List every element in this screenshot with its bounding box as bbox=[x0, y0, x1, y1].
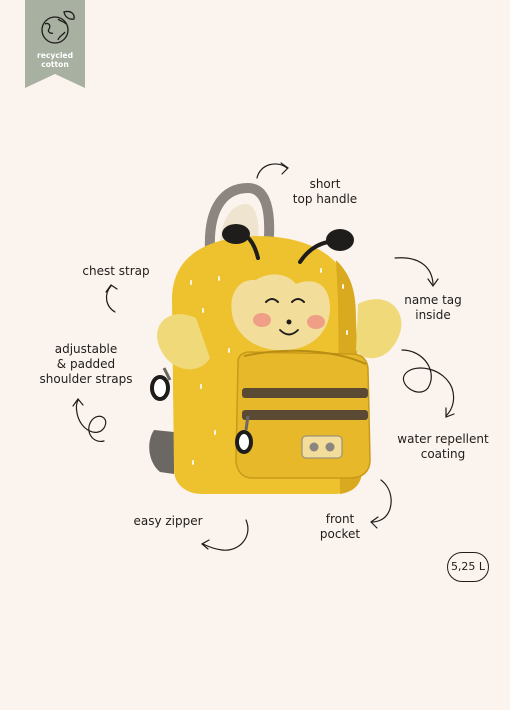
bee-face bbox=[231, 274, 330, 351]
volume-badge: 5,25 L bbox=[447, 552, 489, 582]
badge-label-line-2: cotton bbox=[41, 60, 69, 69]
label-top-handle-line-1: short bbox=[309, 177, 341, 191]
label-front-pocket: front pocket bbox=[310, 512, 370, 542]
zipper-pull-left bbox=[150, 367, 172, 401]
zipper-pull-pocket bbox=[235, 415, 253, 454]
label-top-handle: short top handle bbox=[285, 177, 365, 207]
shoulder-strap bbox=[149, 430, 174, 474]
badge-label-line-1: recycled bbox=[36, 51, 74, 60]
label-shoulder-straps: adjustable & padded shoulder straps bbox=[36, 342, 136, 387]
label-shoulder-straps-line-1: adjustable bbox=[54, 342, 118, 356]
earth-leaf-icon bbox=[41, 10, 75, 44]
label-chest-strap: chest strap bbox=[78, 264, 154, 279]
arrow-top-handle bbox=[256, 162, 289, 179]
pocket-stripe-2 bbox=[242, 410, 368, 420]
label-chest-strap-line-1: chest strap bbox=[82, 264, 150, 278]
arrow-easy-zipper bbox=[200, 519, 249, 551]
recycled-cotton-badge bbox=[25, 0, 85, 88]
label-front-pocket-line-1: front bbox=[325, 512, 355, 526]
arrow-chest-strap bbox=[105, 284, 118, 313]
badge-label: recycled cotton bbox=[25, 51, 85, 69]
label-name-tag-line-2: inside bbox=[415, 308, 451, 322]
label-shoulder-straps-line-2: & padded bbox=[56, 357, 116, 371]
label-shoulder-straps-line-3: shoulder straps bbox=[39, 372, 133, 386]
arrow-front-pocket bbox=[370, 479, 392, 529]
top-handle bbox=[204, 182, 275, 255]
label-water-repellent: water repellent coating bbox=[393, 432, 493, 462]
bee-backpack-image bbox=[149, 182, 402, 494]
logo-tag bbox=[301, 435, 343, 459]
arrow-water-repellent bbox=[401, 349, 455, 418]
label-water-repellent-line-2: coating bbox=[420, 447, 466, 461]
label-top-handle-line-2: top handle bbox=[292, 192, 358, 206]
label-front-pocket-line-2: pocket bbox=[319, 527, 361, 541]
arrow-name-tag bbox=[394, 257, 439, 288]
label-water-repellent-line-1: water repellent bbox=[397, 432, 489, 446]
right-wing bbox=[356, 299, 402, 359]
left-wing bbox=[157, 314, 210, 370]
label-easy-zipper: easy zipper bbox=[128, 514, 208, 529]
pocket-stripe-1 bbox=[242, 388, 368, 398]
label-name-tag: name tag inside bbox=[398, 293, 468, 323]
label-name-tag-line-1: name tag bbox=[404, 293, 462, 307]
arrow-shoulder-straps bbox=[72, 398, 107, 442]
front-pocket bbox=[235, 349, 371, 479]
label-easy-zipper-line-1: easy zipper bbox=[133, 514, 203, 528]
